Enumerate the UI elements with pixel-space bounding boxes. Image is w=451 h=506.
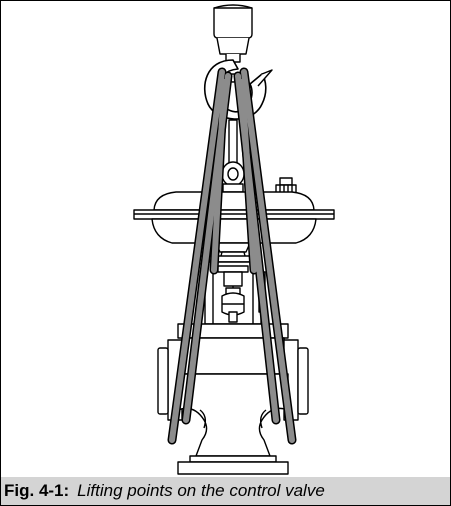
figure-caption: Fig. 4-1: Lifting points on the control …: [1, 477, 450, 505]
top-shackle: [221, 119, 245, 193]
figure-caption-text: Lifting points on the control valve: [77, 481, 325, 500]
figure-label: Fig. 4-1:: [4, 481, 70, 500]
control-valve-lifting-diagram: [133, 4, 335, 475]
actuator: [133, 191, 335, 261]
valve-body: [157, 323, 309, 475]
lifting-slings: [167, 67, 297, 445]
